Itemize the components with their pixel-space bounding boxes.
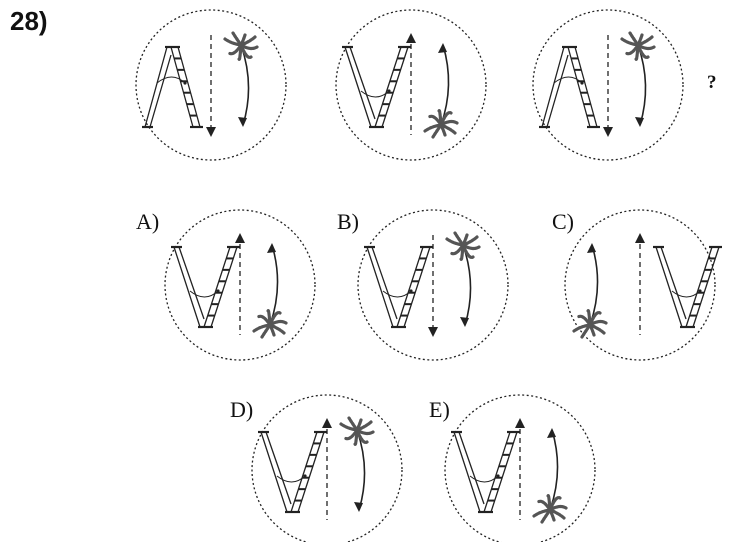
- palm-tree-icon: [223, 31, 259, 127]
- panel-circle: [335, 9, 487, 161]
- palm-tree-icon: [620, 31, 656, 127]
- option-c-figure: [564, 209, 722, 361]
- missing-figure-mark: ?: [707, 72, 717, 93]
- palm-tree-icon: [532, 428, 568, 524]
- ladder-icon: [364, 245, 433, 329]
- option-b-label[interactable]: B): [337, 209, 359, 234]
- ladder-icon: [171, 245, 240, 329]
- arrow-up-icon: [322, 418, 332, 428]
- panel-circle: [135, 9, 287, 161]
- arrow-up-icon: [406, 33, 416, 43]
- ladder-icon: [653, 245, 722, 329]
- palm-tree-icon: [423, 43, 459, 139]
- panel-circle: [564, 209, 716, 361]
- panel-circle: [444, 394, 596, 542]
- arrow-down-icon: [206, 127, 216, 137]
- arrow-down-icon: [428, 327, 438, 337]
- option-c-label[interactable]: C): [552, 209, 574, 234]
- option-e-figure: [444, 394, 596, 542]
- option-d-figure: [251, 394, 403, 542]
- option-a-figure: [164, 209, 316, 361]
- option-e-label[interactable]: E): [429, 397, 450, 422]
- option-d-label[interactable]: D): [230, 397, 254, 422]
- sequence-figure-2: [335, 9, 487, 161]
- arrow-up-icon: [515, 418, 525, 428]
- panel-circle: [164, 209, 316, 361]
- ladder-icon: [342, 45, 411, 129]
- ladder-icon: [142, 45, 203, 129]
- arrow-up-icon: [235, 233, 245, 243]
- palm-tree-icon: [572, 243, 608, 339]
- arrow-down-icon: [603, 127, 613, 137]
- palm-tree-icon: [252, 243, 288, 339]
- ladder-icon: [451, 430, 520, 514]
- panel-circle: [357, 209, 509, 361]
- option-b-figure: [357, 209, 509, 361]
- sequence-figure-3: [532, 9, 684, 161]
- ladder-icon: [258, 430, 327, 514]
- option-a-label[interactable]: A): [136, 209, 160, 234]
- palm-tree-icon: [339, 416, 375, 512]
- question-number: 28): [10, 6, 48, 36]
- panel-circle: [251, 394, 403, 542]
- panel-circle: [532, 9, 684, 161]
- arrow-up-icon: [635, 233, 645, 243]
- sequence-figure-1: [135, 9, 287, 161]
- palm-tree-icon: [445, 231, 481, 327]
- ladder-icon: [539, 45, 600, 129]
